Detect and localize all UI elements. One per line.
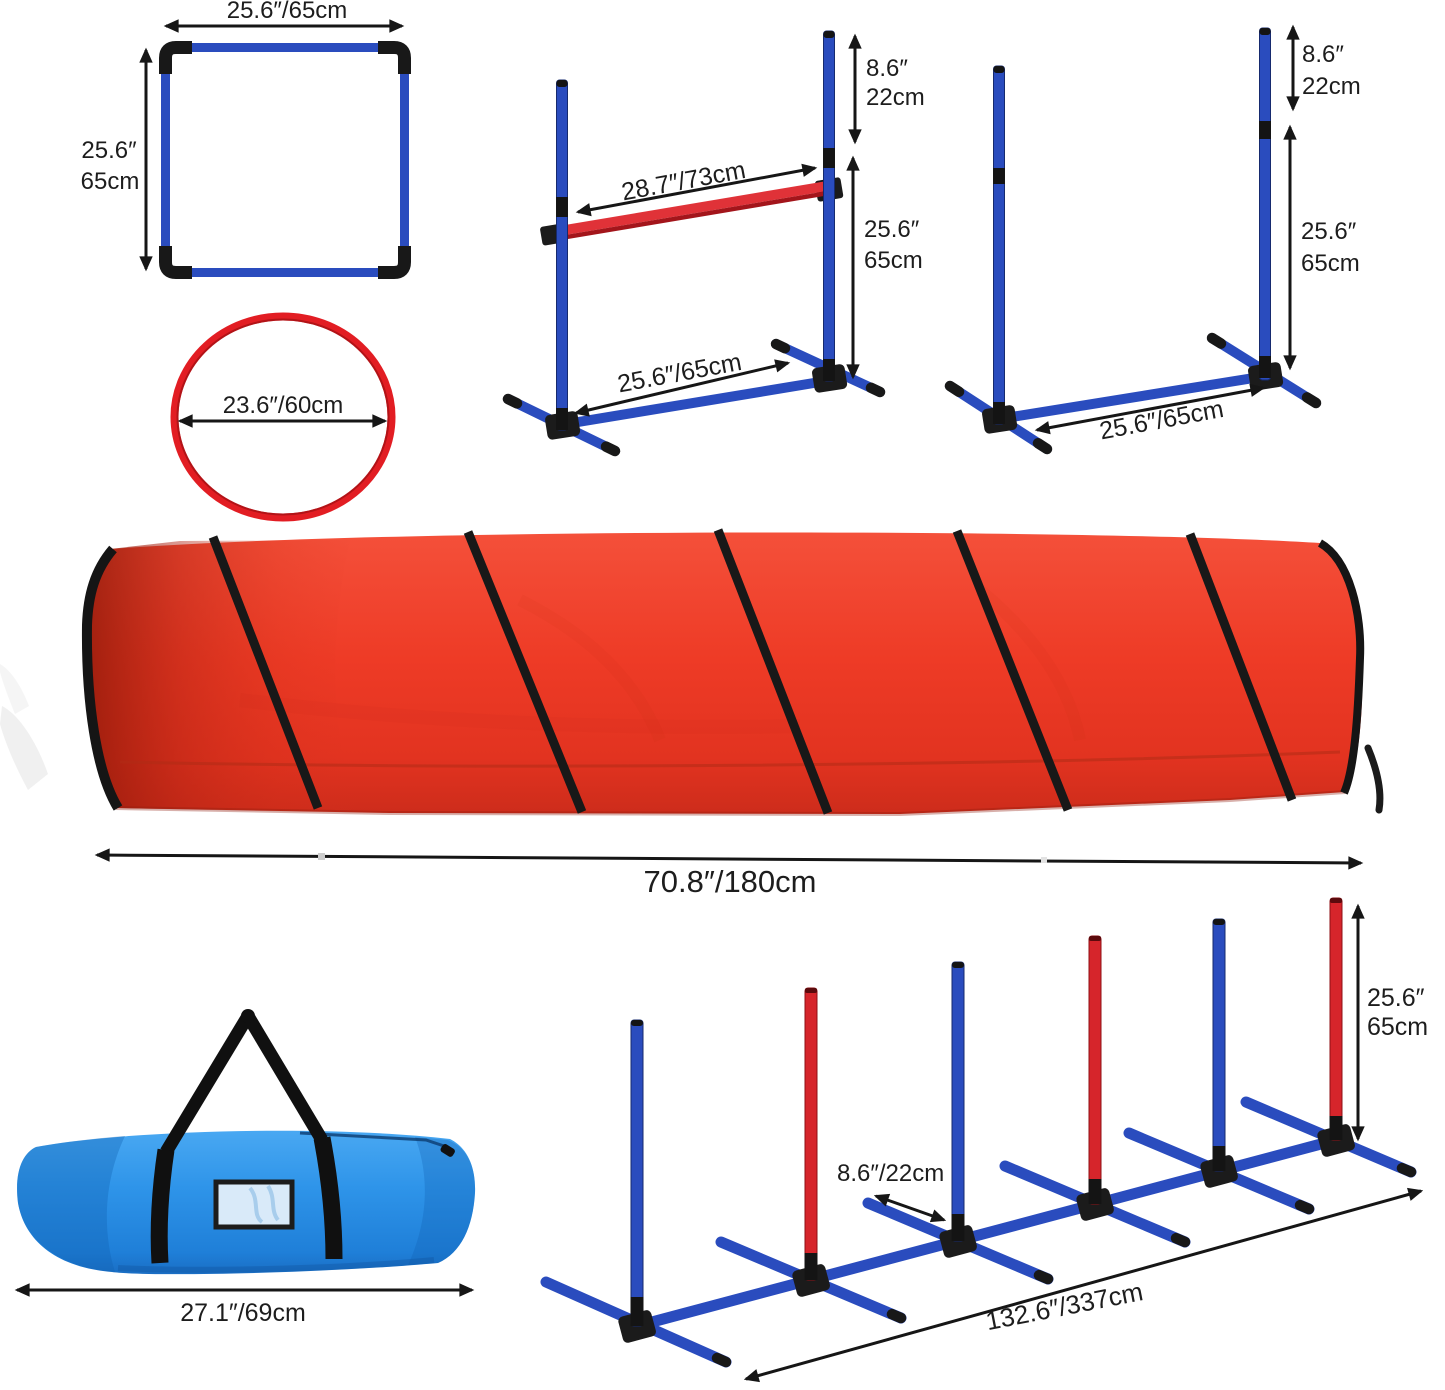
svg-text:25.6″: 25.6″ [864, 216, 920, 243]
svg-text:70.8″/180cm: 70.8″/180cm [644, 864, 817, 899]
svg-text:8.6″: 8.6″ [1302, 41, 1344, 68]
svg-text:132.6″/337cm: 132.6″/337cm [983, 1276, 1145, 1336]
svg-text:65cm: 65cm [1367, 1013, 1428, 1041]
svg-text:65cm: 65cm [1301, 250, 1360, 277]
svg-text:25.6″: 25.6″ [1367, 984, 1425, 1012]
svg-text:27.1″/69cm: 27.1″/69cm [180, 1299, 306, 1327]
svg-text:65cm: 65cm [81, 168, 140, 195]
svg-text:25.6″/65cm: 25.6″/65cm [615, 348, 744, 398]
svg-text:8.6″: 8.6″ [866, 55, 908, 82]
svg-text:25.6″: 25.6″ [1301, 218, 1357, 245]
svg-text:25.6″/65cm: 25.6″/65cm [227, 0, 348, 24]
svg-text:8.6″/22cm: 8.6″/22cm [837, 1160, 944, 1187]
svg-text:22cm: 22cm [866, 84, 925, 111]
svg-text:65cm: 65cm [864, 247, 923, 274]
svg-text:23.6″/60cm: 23.6″/60cm [223, 392, 344, 419]
svg-text:25.6″: 25.6″ [81, 137, 137, 164]
svg-text:22cm: 22cm [1302, 73, 1361, 100]
